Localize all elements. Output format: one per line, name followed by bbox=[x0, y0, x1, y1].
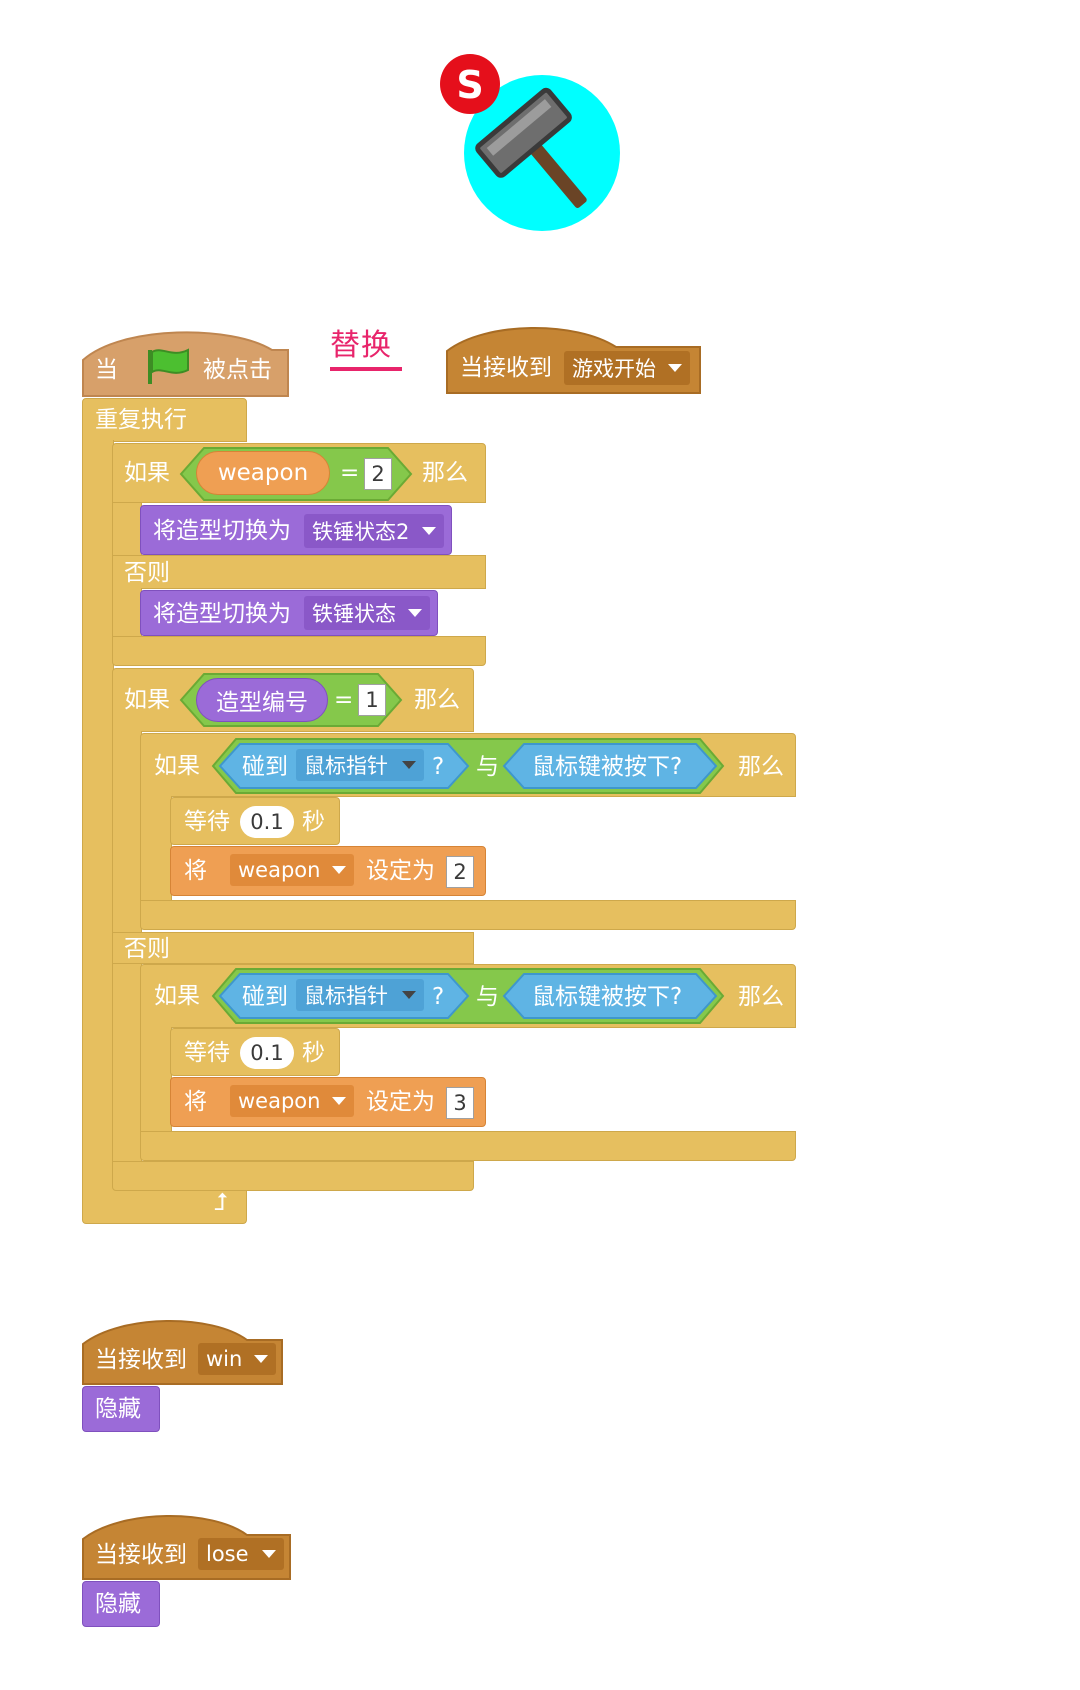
then-label-2: 那么 bbox=[414, 687, 460, 713]
inner-if-arm-a bbox=[140, 796, 172, 902]
touch-target-text-b: 鼠标指针 bbox=[304, 984, 388, 1008]
if2-label: 如果 bbox=[124, 687, 170, 713]
receive-label-win: 当接收到 bbox=[95, 1347, 187, 1373]
seconds-label-b: 秒 bbox=[302, 1040, 325, 1066]
set-label-a: 将 bbox=[184, 858, 207, 884]
chevron-down-icon bbox=[402, 991, 416, 999]
sprite-badge-letter: S bbox=[456, 63, 483, 107]
if1-bottom bbox=[112, 636, 486, 666]
hide-label-win: 隐藏 bbox=[95, 1396, 141, 1422]
costume-number-reporter[interactable]: 造型编号 bbox=[196, 678, 328, 722]
touching-label-a: 碰到 bbox=[242, 754, 288, 780]
else-label-2: 否则 bbox=[124, 936, 170, 962]
chevron-down-icon bbox=[408, 609, 422, 617]
chevron-down-icon bbox=[668, 364, 682, 372]
forever-arm bbox=[82, 440, 114, 1180]
chevron-down-icon bbox=[332, 1097, 346, 1105]
question-mark-b: ? bbox=[432, 984, 445, 1010]
chevron-down-icon bbox=[254, 1355, 268, 1363]
touch-target-dropdown-b[interactable]: 鼠标指针 bbox=[296, 979, 424, 1011]
set-to-label-a: 设定为 bbox=[366, 858, 435, 884]
wait-label-b: 等待 bbox=[184, 1040, 230, 1066]
inner-if-label-b: 如果 bbox=[154, 983, 200, 1009]
message-dropdown-game-start[interactable]: 游戏开始 bbox=[564, 351, 690, 385]
hat-clicked-label: 被点击 bbox=[203, 357, 272, 383]
loop-arrow-icon: ⮥ bbox=[214, 1188, 229, 1216]
wait-seconds-input-a[interactable]: 0.1 bbox=[240, 806, 294, 838]
touch-target-dropdown-a[interactable]: 鼠标指针 bbox=[296, 749, 424, 781]
else-label: 否则 bbox=[124, 560, 170, 586]
hat-when-label: 当 bbox=[95, 357, 118, 383]
seconds-label-a: 秒 bbox=[302, 809, 325, 835]
inner-if-bottom-a bbox=[140, 900, 796, 930]
equals-sign-2: = bbox=[334, 687, 354, 713]
costume-number-value-input[interactable]: 1 bbox=[358, 684, 386, 716]
if2-bottom bbox=[112, 1161, 474, 1191]
receive-label-lose: 当接收到 bbox=[95, 1542, 187, 1568]
switch-costume-label-b: 将造型切换为 bbox=[153, 601, 291, 627]
else-bar-2 bbox=[112, 932, 474, 964]
message-dropdown-win[interactable]: win bbox=[198, 1343, 276, 1375]
costume-dropdown-b[interactable]: 铁锤状态 bbox=[304, 596, 430, 630]
then-label: 那么 bbox=[422, 460, 468, 486]
switch-costume-label: 将造型切换为 bbox=[153, 518, 291, 544]
set-variable-dropdown-a[interactable]: weapon bbox=[230, 854, 354, 886]
inner-then-label-a: 那么 bbox=[738, 754, 784, 780]
else-bar-1 bbox=[112, 555, 486, 589]
inner-then-label-b: 那么 bbox=[738, 984, 784, 1010]
green-flag-icon bbox=[148, 348, 189, 384]
set-variable-dropdown-b[interactable]: weapon bbox=[230, 1085, 354, 1117]
costume-a-text: 铁锤状态2 bbox=[312, 520, 410, 544]
wait-label-a: 等待 bbox=[184, 809, 230, 835]
and-label-a: 与 bbox=[476, 754, 499, 780]
if1-arm-bottom bbox=[112, 588, 142, 638]
message-dropdown-lose[interactable]: lose bbox=[198, 1538, 284, 1570]
message-text-win: win bbox=[206, 1347, 243, 1371]
set-var-text-a: weapon bbox=[238, 858, 321, 882]
equals-value-input[interactable]: 2 bbox=[364, 458, 392, 490]
hide-block-lose[interactable] bbox=[82, 1581, 160, 1627]
costume-dropdown-a[interactable]: 铁锤状态2 bbox=[304, 514, 444, 548]
inner-if-bottom-b bbox=[140, 1131, 796, 1161]
and-label-b: 与 bbox=[476, 984, 499, 1010]
mouse-down-label-b: 鼠标键被按下? bbox=[532, 984, 683, 1010]
forever-block[interactable] bbox=[82, 398, 247, 442]
forever-label: 重复执行 bbox=[95, 407, 187, 433]
hammer-sprite-icon[interactable]: S bbox=[440, 48, 640, 238]
receive-label-game-start: 当接收到 bbox=[460, 355, 552, 381]
chevron-down-icon bbox=[262, 1550, 276, 1558]
if1-arm-top bbox=[112, 503, 142, 559]
message-text-game-start: 游戏开始 bbox=[572, 357, 656, 381]
inner-if-label-a: 如果 bbox=[154, 753, 200, 779]
if-label: 如果 bbox=[124, 460, 170, 486]
message-text-lose: lose bbox=[206, 1542, 249, 1566]
costume-b-text: 铁锤状态 bbox=[312, 602, 396, 626]
replace-label[interactable]: 替换 bbox=[330, 328, 392, 363]
wait-seconds-input-b[interactable]: 0.1 bbox=[240, 1037, 294, 1069]
hide-block-win[interactable] bbox=[82, 1386, 160, 1432]
touching-label-b: 碰到 bbox=[242, 984, 288, 1010]
replace-underline bbox=[330, 367, 402, 371]
set-label-b: 将 bbox=[184, 1089, 207, 1115]
question-mark-a: ? bbox=[432, 754, 445, 780]
set-to-label-b: 设定为 bbox=[366, 1089, 435, 1115]
chevron-down-icon bbox=[422, 527, 436, 535]
set-value-input-b[interactable]: 3 bbox=[446, 1087, 474, 1119]
equals-sign: = bbox=[340, 460, 360, 486]
chevron-down-icon bbox=[332, 866, 346, 874]
touch-target-text-a: 鼠标指针 bbox=[304, 754, 388, 778]
set-value-input-a[interactable]: 2 bbox=[446, 856, 474, 888]
inner-if-arm-b bbox=[140, 1027, 172, 1133]
weapon-variable-reporter[interactable]: weapon bbox=[196, 451, 330, 495]
chevron-down-icon bbox=[402, 761, 416, 769]
hide-label-lose: 隐藏 bbox=[95, 1591, 141, 1617]
mouse-down-label-a: 鼠标键被按下? bbox=[532, 754, 683, 780]
set-var-text-b: weapon bbox=[238, 1089, 321, 1113]
